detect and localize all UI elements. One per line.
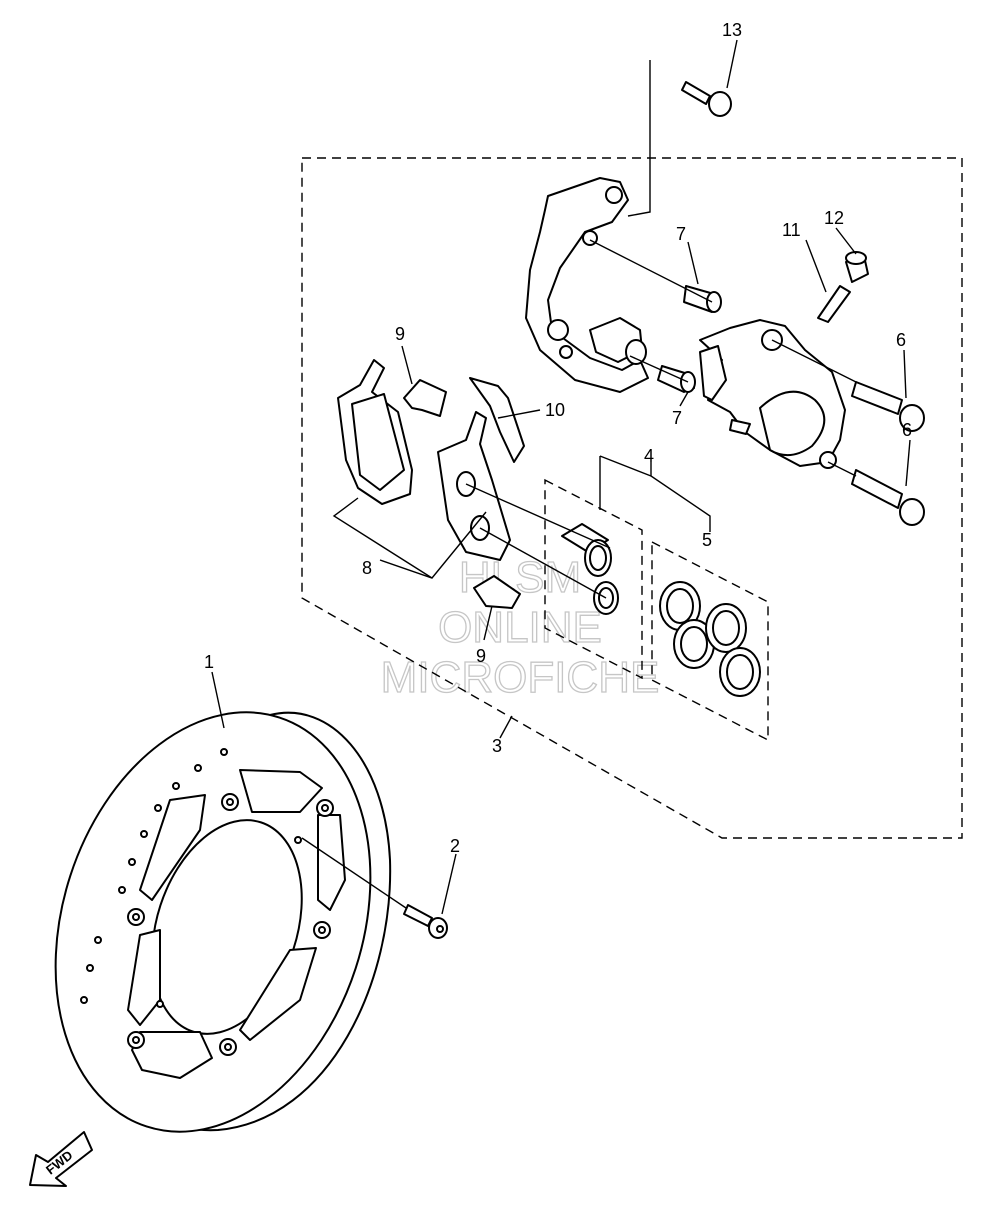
callout-11: 11 bbox=[782, 220, 801, 240]
bracket-bolt bbox=[681, 81, 732, 117]
callout-4: 4 bbox=[644, 446, 654, 466]
piston-kit-boundary bbox=[544, 478, 643, 680]
callout-1: 1 bbox=[204, 652, 214, 672]
caliper-pin-lower bbox=[851, 469, 925, 526]
pad-support-plate bbox=[469, 377, 525, 463]
callout-5: 5 bbox=[702, 530, 712, 550]
callout-2: 2 bbox=[450, 836, 460, 856]
callout-7-upper: 7 bbox=[676, 224, 686, 244]
callout-3: 3 bbox=[492, 736, 502, 756]
disc-bolt bbox=[403, 904, 448, 939]
leader-lines bbox=[211, 39, 911, 915]
callout-10: 10 bbox=[545, 400, 565, 420]
callout-7-lower: 7 bbox=[672, 408, 682, 428]
caliper-pin-upper bbox=[851, 381, 925, 432]
callout-6-lower: 6 bbox=[902, 420, 912, 440]
watermark: HLSM ONLINE MICROFICHE bbox=[380, 552, 660, 702]
pad-spring-upper bbox=[403, 379, 447, 417]
forward-direction-arrow-icon: FWD bbox=[29, 1131, 93, 1187]
brake-disc bbox=[54, 711, 392, 1133]
caliper-assembly-boundary bbox=[301, 157, 963, 839]
callout-13: 13 bbox=[722, 20, 742, 40]
piston-seal-kit bbox=[659, 581, 761, 697]
caliper-body bbox=[699, 319, 846, 469]
callout-12: 12 bbox=[824, 208, 844, 228]
callout-numbers: 13 7 7 12 11 6 6 9 10 4 5 8 9 3 1 2 bbox=[204, 20, 912, 856]
pad-spring-lower bbox=[473, 575, 521, 609]
brake-pad-kit bbox=[337, 359, 511, 561]
caliper-bracket bbox=[525, 177, 649, 393]
callout-6-upper: 6 bbox=[896, 330, 906, 350]
bleed-screw bbox=[817, 285, 851, 323]
bleed-cap bbox=[845, 251, 869, 283]
pin-boot-lower bbox=[657, 365, 696, 393]
callout-9-lower: 9 bbox=[476, 646, 486, 666]
watermark-line-3: MICROFICHE bbox=[381, 653, 660, 702]
callout-8: 8 bbox=[362, 558, 372, 578]
caliper-piston-upper bbox=[561, 523, 612, 577]
callout-9-upper: 9 bbox=[395, 324, 405, 344]
watermark-line-2: ONLINE bbox=[438, 603, 602, 652]
